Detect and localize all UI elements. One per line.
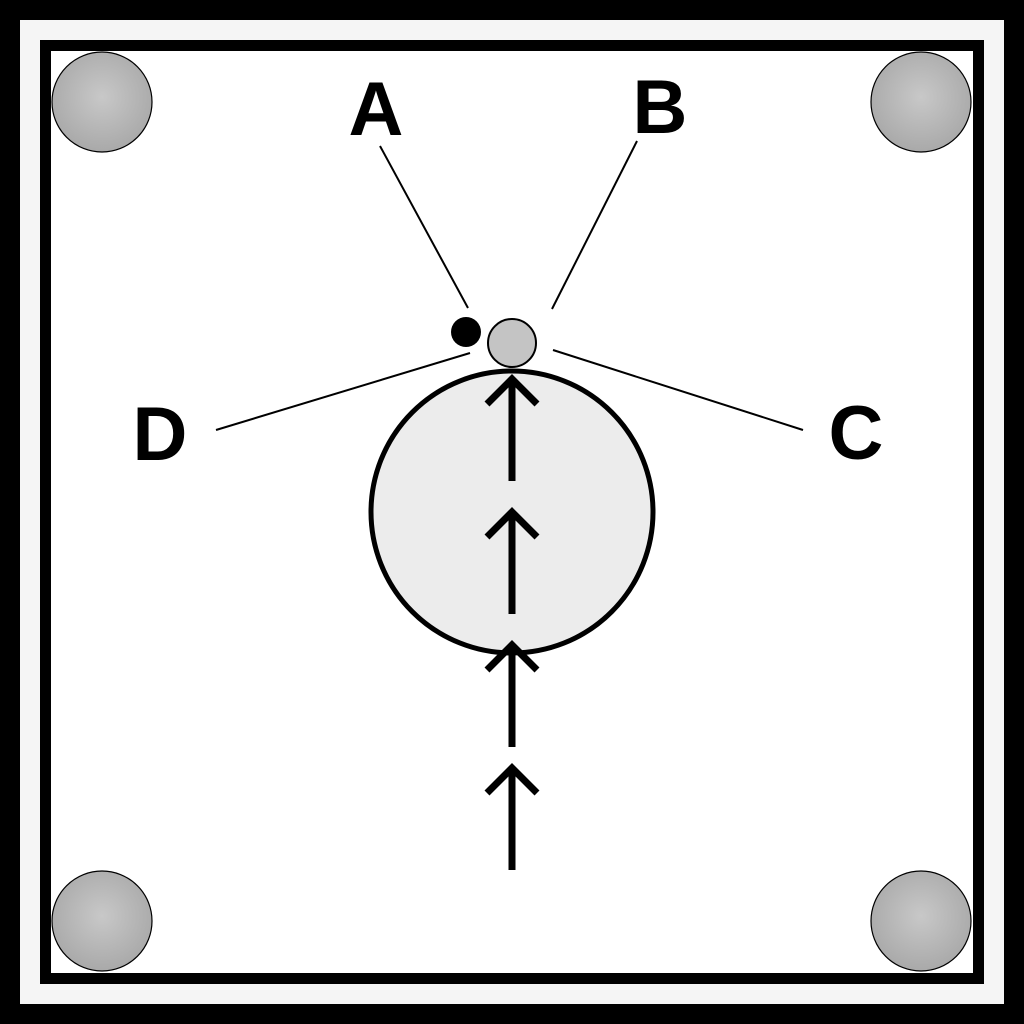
up-arrow-icon: [484, 507, 540, 614]
corner-disc-icon: [51, 51, 153, 153]
up-arrow-icon: [484, 640, 540, 747]
corner-disc-icon: [870, 51, 972, 153]
up-arrow-icon: [484, 374, 540, 481]
leader-line-b: [551, 140, 638, 310]
leader-line-d: [215, 352, 471, 431]
label-c: C: [829, 391, 884, 476]
leader-line-a: [379, 145, 469, 309]
corner-disc-icon: [870, 870, 972, 972]
label-b: B: [633, 65, 688, 150]
up-arrow-icon: [484, 763, 540, 870]
small-gray-circle: [487, 318, 537, 368]
label-a: A: [349, 67, 404, 152]
corner-disc-icon: [51, 870, 153, 972]
black-dot: [451, 317, 481, 347]
leader-line-c: [552, 349, 804, 431]
label-d: D: [133, 392, 188, 477]
